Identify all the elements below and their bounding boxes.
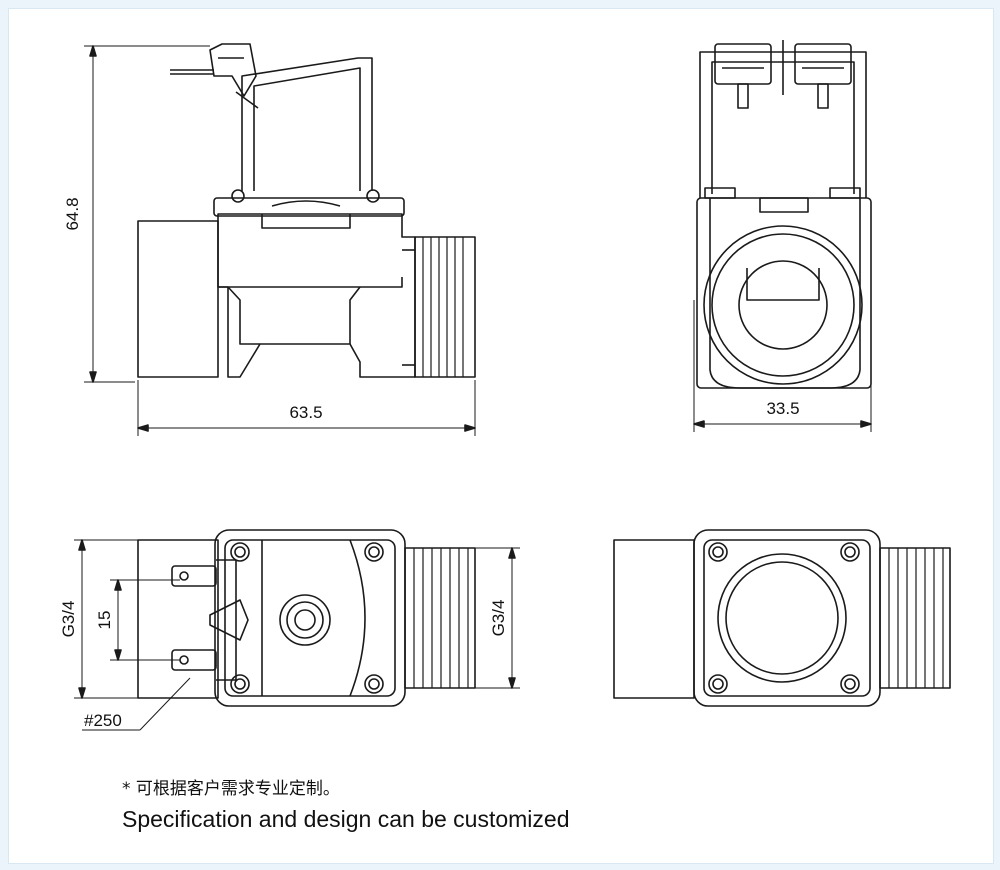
dim-thread-left-label: G3/4 [59,601,78,638]
dim-length-label: 63.5 [289,403,322,422]
front-view [693,40,872,432]
top-view [74,529,520,731]
dim-thread-right-label: G3/4 [489,600,508,637]
terminal-type-label: #250 [84,711,122,730]
dim-terminal-pitch-label: 15 [95,611,114,630]
dim-width-label: 33.5 [766,399,799,418]
side-view [84,43,476,436]
custom-note-english: Specification and design can be customiz… [122,806,570,832]
dim-height-label: 64.8 [63,197,82,230]
bottom-view [613,529,951,707]
custom-note-chinese: * 可根据客户需求专业定制。 [122,779,340,799]
drawing-sheet [8,8,994,864]
